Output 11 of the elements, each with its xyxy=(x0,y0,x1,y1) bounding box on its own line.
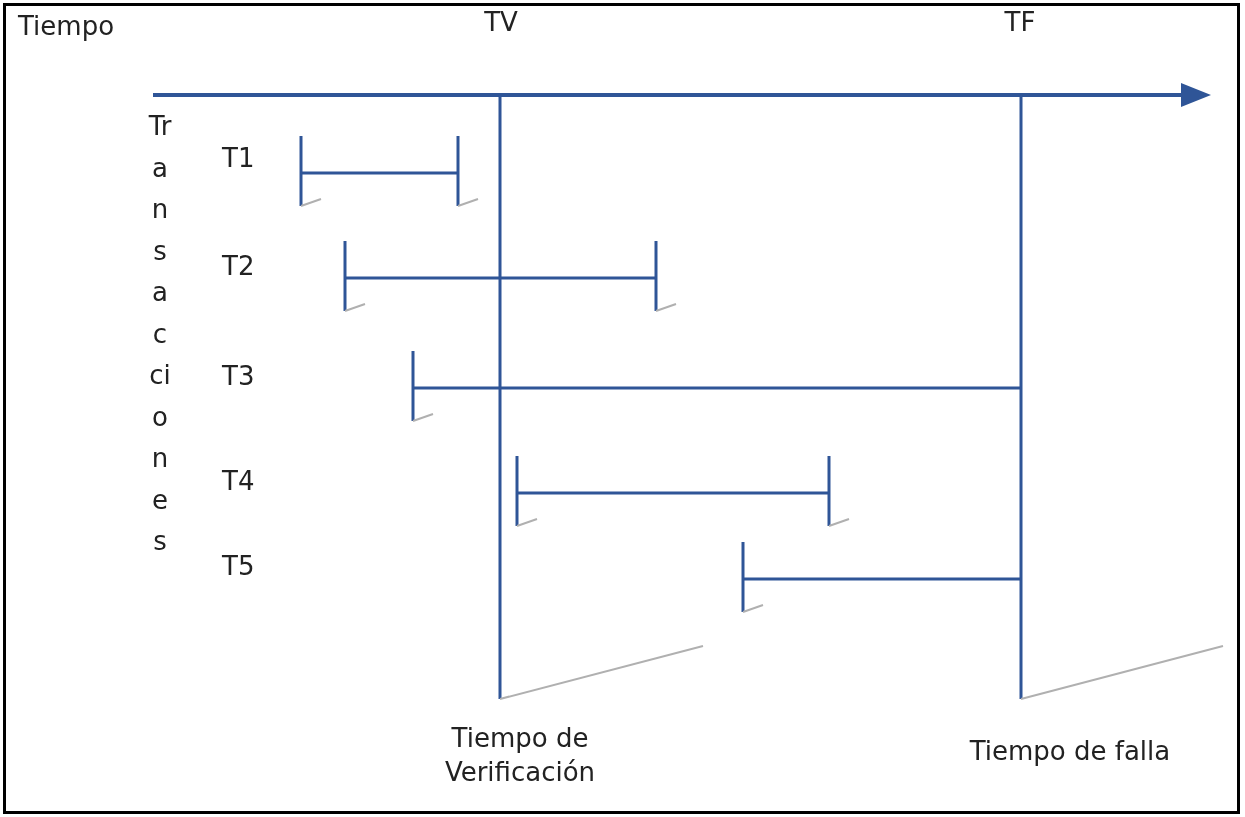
axis-label: Tiempo xyxy=(18,10,116,43)
marker-caption: Tiempo de falla xyxy=(968,735,1172,768)
row-label: T1 xyxy=(222,142,256,175)
marker-caption: Tiempo de Verificación xyxy=(443,722,597,789)
row-label: T2 xyxy=(222,250,256,283)
marker-label: TV xyxy=(483,6,519,39)
row-label: T4 xyxy=(222,465,256,498)
row-label: T5 xyxy=(222,550,256,583)
row-label: T3 xyxy=(222,360,256,393)
marker-label: TF xyxy=(1003,6,1037,39)
axis-title: Transacciones xyxy=(148,110,172,558)
